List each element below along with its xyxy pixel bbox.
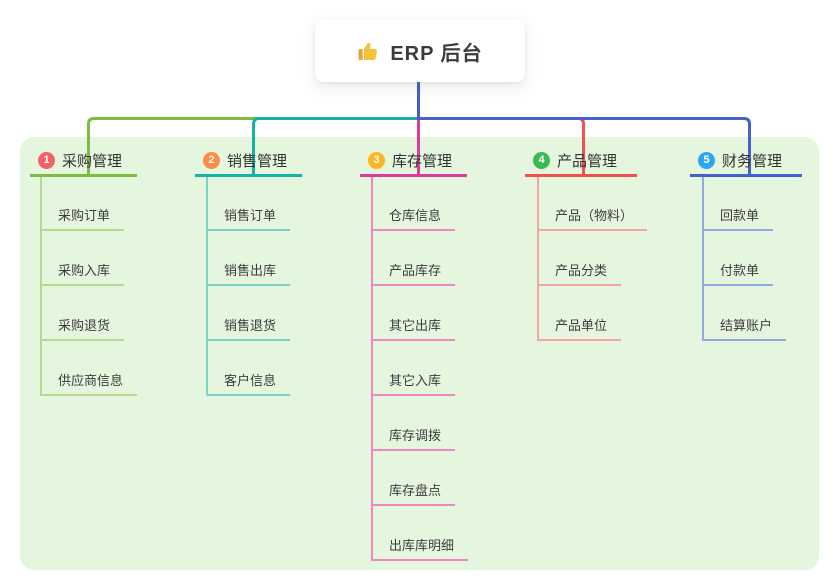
branch-number-badge: 3 (368, 151, 385, 169)
thumbs-up-icon (358, 43, 378, 60)
branch-number-badge: 1 (38, 151, 55, 169)
branch-node-finance-management[interactable]: 5 财务管理 (690, 149, 802, 177)
child-node-receipt-order[interactable]: 回款单 (702, 203, 774, 231)
branch-spine-line (537, 177, 539, 341)
branch-label: 采购管理 (62, 152, 123, 170)
child-node-sales-order[interactable]: 销售订单 (206, 203, 291, 231)
child-node-stock-count[interactable]: 库存盘点 (371, 478, 456, 506)
child-node-settlement-account[interactable]: 结算账户 (702, 313, 787, 341)
branch-node-sales-management[interactable]: 2 销售管理 (195, 149, 302, 177)
child-node-customer-info[interactable]: 客户信息 (206, 368, 291, 396)
branch-node-purchase-management[interactable]: 1 采购管理 (30, 149, 137, 177)
branch-children-sales: 销售订单 销售出库 销售退货 客户信息 (206, 203, 291, 396)
branch-children-inventory: 仓库信息 产品库存 其它出库 其它入库 库存调拨 库存盘点 出库库明细 (371, 203, 469, 561)
branch-children-purchase: 采购订单 采购入库 采购退货 供应商信息 (40, 203, 138, 396)
branch-children-finance: 回款单 付款单 结算账户 (702, 203, 787, 341)
branch-label: 产品管理 (557, 152, 618, 170)
child-node-purchase-return[interactable]: 采购退货 (40, 313, 125, 341)
branch-label: 库存管理 (392, 152, 453, 170)
child-node-product-unit[interactable]: 产品单位 (537, 313, 622, 341)
branch-spine-line (702, 177, 704, 341)
branch-label: 销售管理 (227, 152, 288, 170)
branch-label: 财务管理 (722, 152, 783, 170)
child-node-product-stock[interactable]: 产品库存 (371, 258, 456, 286)
branch-node-product-management[interactable]: 4 产品管理 (525, 149, 637, 177)
root-node-erp-backend[interactable]: ERP 后台 (315, 20, 525, 82)
branch-number-badge: 2 (203, 151, 220, 169)
branch-children-product: 产品（物料） 产品分类 产品单位 (537, 203, 648, 341)
child-node-other-inbound[interactable]: 其它入库 (371, 368, 456, 396)
child-node-warehouse-info[interactable]: 仓库信息 (371, 203, 456, 231)
child-node-purchase-inbound[interactable]: 采购入库 (40, 258, 125, 286)
child-node-stock-transfer[interactable]: 库存调拨 (371, 423, 456, 451)
branch-node-inventory-management[interactable]: 3 库存管理 (360, 149, 467, 177)
branch-spine-line (40, 177, 42, 396)
root-node-label: ERP 后台 (390, 42, 483, 65)
child-node-product-category[interactable]: 产品分类 (537, 258, 622, 286)
child-node-supplier-info[interactable]: 供应商信息 (40, 368, 138, 396)
branches-panel (20, 137, 819, 570)
child-node-payment-order[interactable]: 付款单 (702, 258, 774, 286)
child-node-sales-return[interactable]: 销售退货 (206, 313, 291, 341)
branch-number-badge: 5 (698, 151, 715, 169)
child-node-product-material[interactable]: 产品（物料） (537, 203, 648, 231)
branch-spine-line (206, 177, 208, 396)
branch-number-badge: 4 (533, 151, 550, 169)
child-node-other-outbound[interactable]: 其它出库 (371, 313, 456, 341)
child-node-sales-outbound[interactable]: 销售出库 (206, 258, 291, 286)
branch-spine-line (371, 177, 373, 561)
child-node-outbound-detail[interactable]: 出库库明细 (371, 533, 469, 561)
child-node-purchase-order[interactable]: 采购订单 (40, 203, 125, 231)
